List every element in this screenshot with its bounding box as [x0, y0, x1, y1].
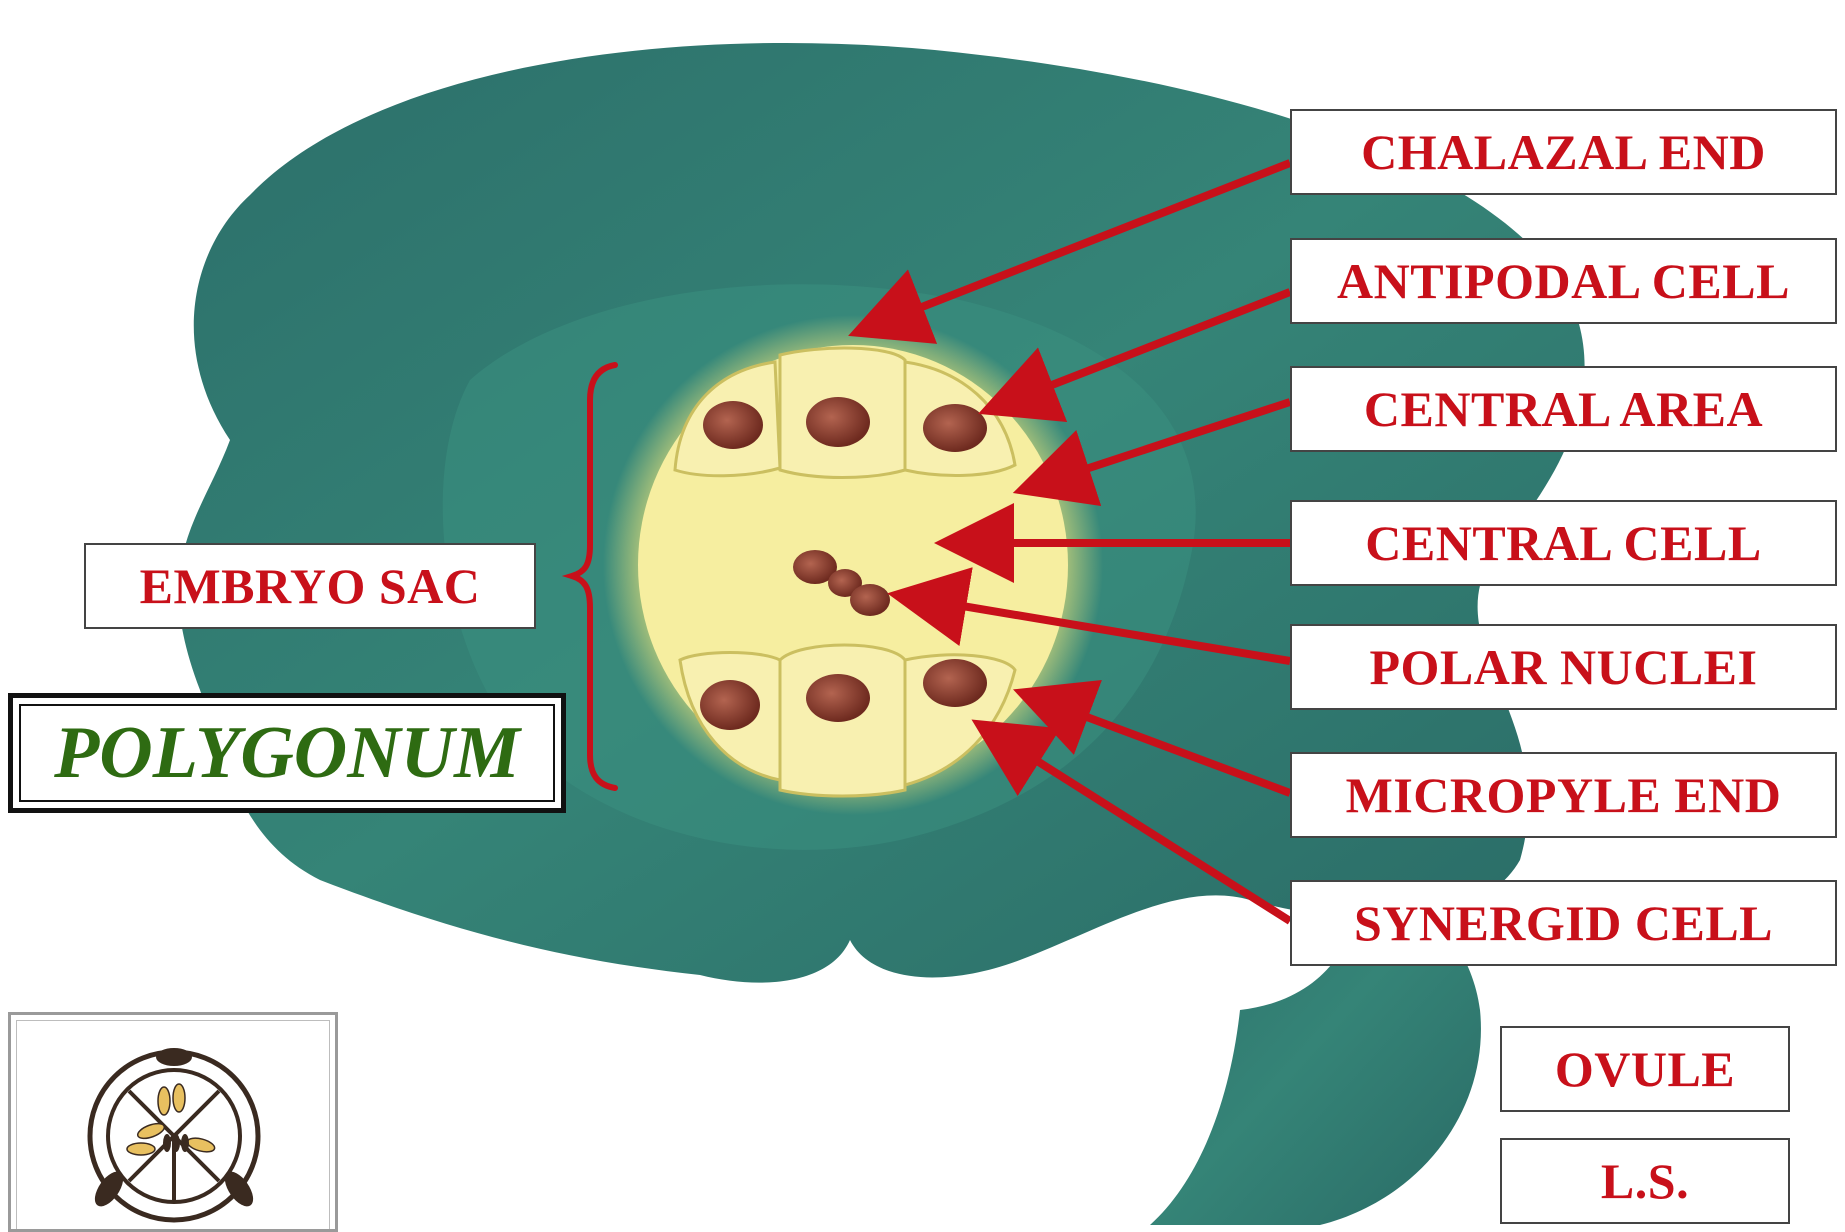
genus-box: POLYGONUM [8, 693, 566, 813]
synergid-nucleus-right [923, 659, 987, 707]
label-synergid-cell: SYNERGID CELL [1290, 880, 1837, 966]
antipodal-nucleus-3 [923, 404, 987, 452]
egg-nucleus [806, 674, 870, 722]
label-central-area: CENTRAL AREA [1290, 366, 1837, 452]
antipodal-nucleus-2 [806, 397, 870, 447]
label-central-cell: CENTRAL CELL [1290, 500, 1837, 586]
label-antipodal-cell: ANTIPODAL CELL [1290, 238, 1837, 324]
antipodal-nucleus-1 [703, 401, 763, 449]
synergid-nucleus-left [700, 680, 760, 730]
label-ls: L.S. [1500, 1138, 1790, 1224]
genus-title: POLYGONUM [19, 704, 555, 802]
label-micropyle-end: MICROPYLE END [1290, 752, 1837, 838]
logo-frame [8, 1012, 338, 1232]
label-polar-nuclei: POLAR NUCLEI [1290, 624, 1837, 710]
label-ovule: OVULE [1500, 1026, 1790, 1112]
flower-seal-logo-icon [79, 1041, 269, 1231]
label-chalazal-end: CHALAZAL END [1290, 109, 1837, 195]
polar-nucleus-3 [850, 584, 890, 616]
label-embryo-sac: EMBRYO SAC [84, 543, 536, 629]
